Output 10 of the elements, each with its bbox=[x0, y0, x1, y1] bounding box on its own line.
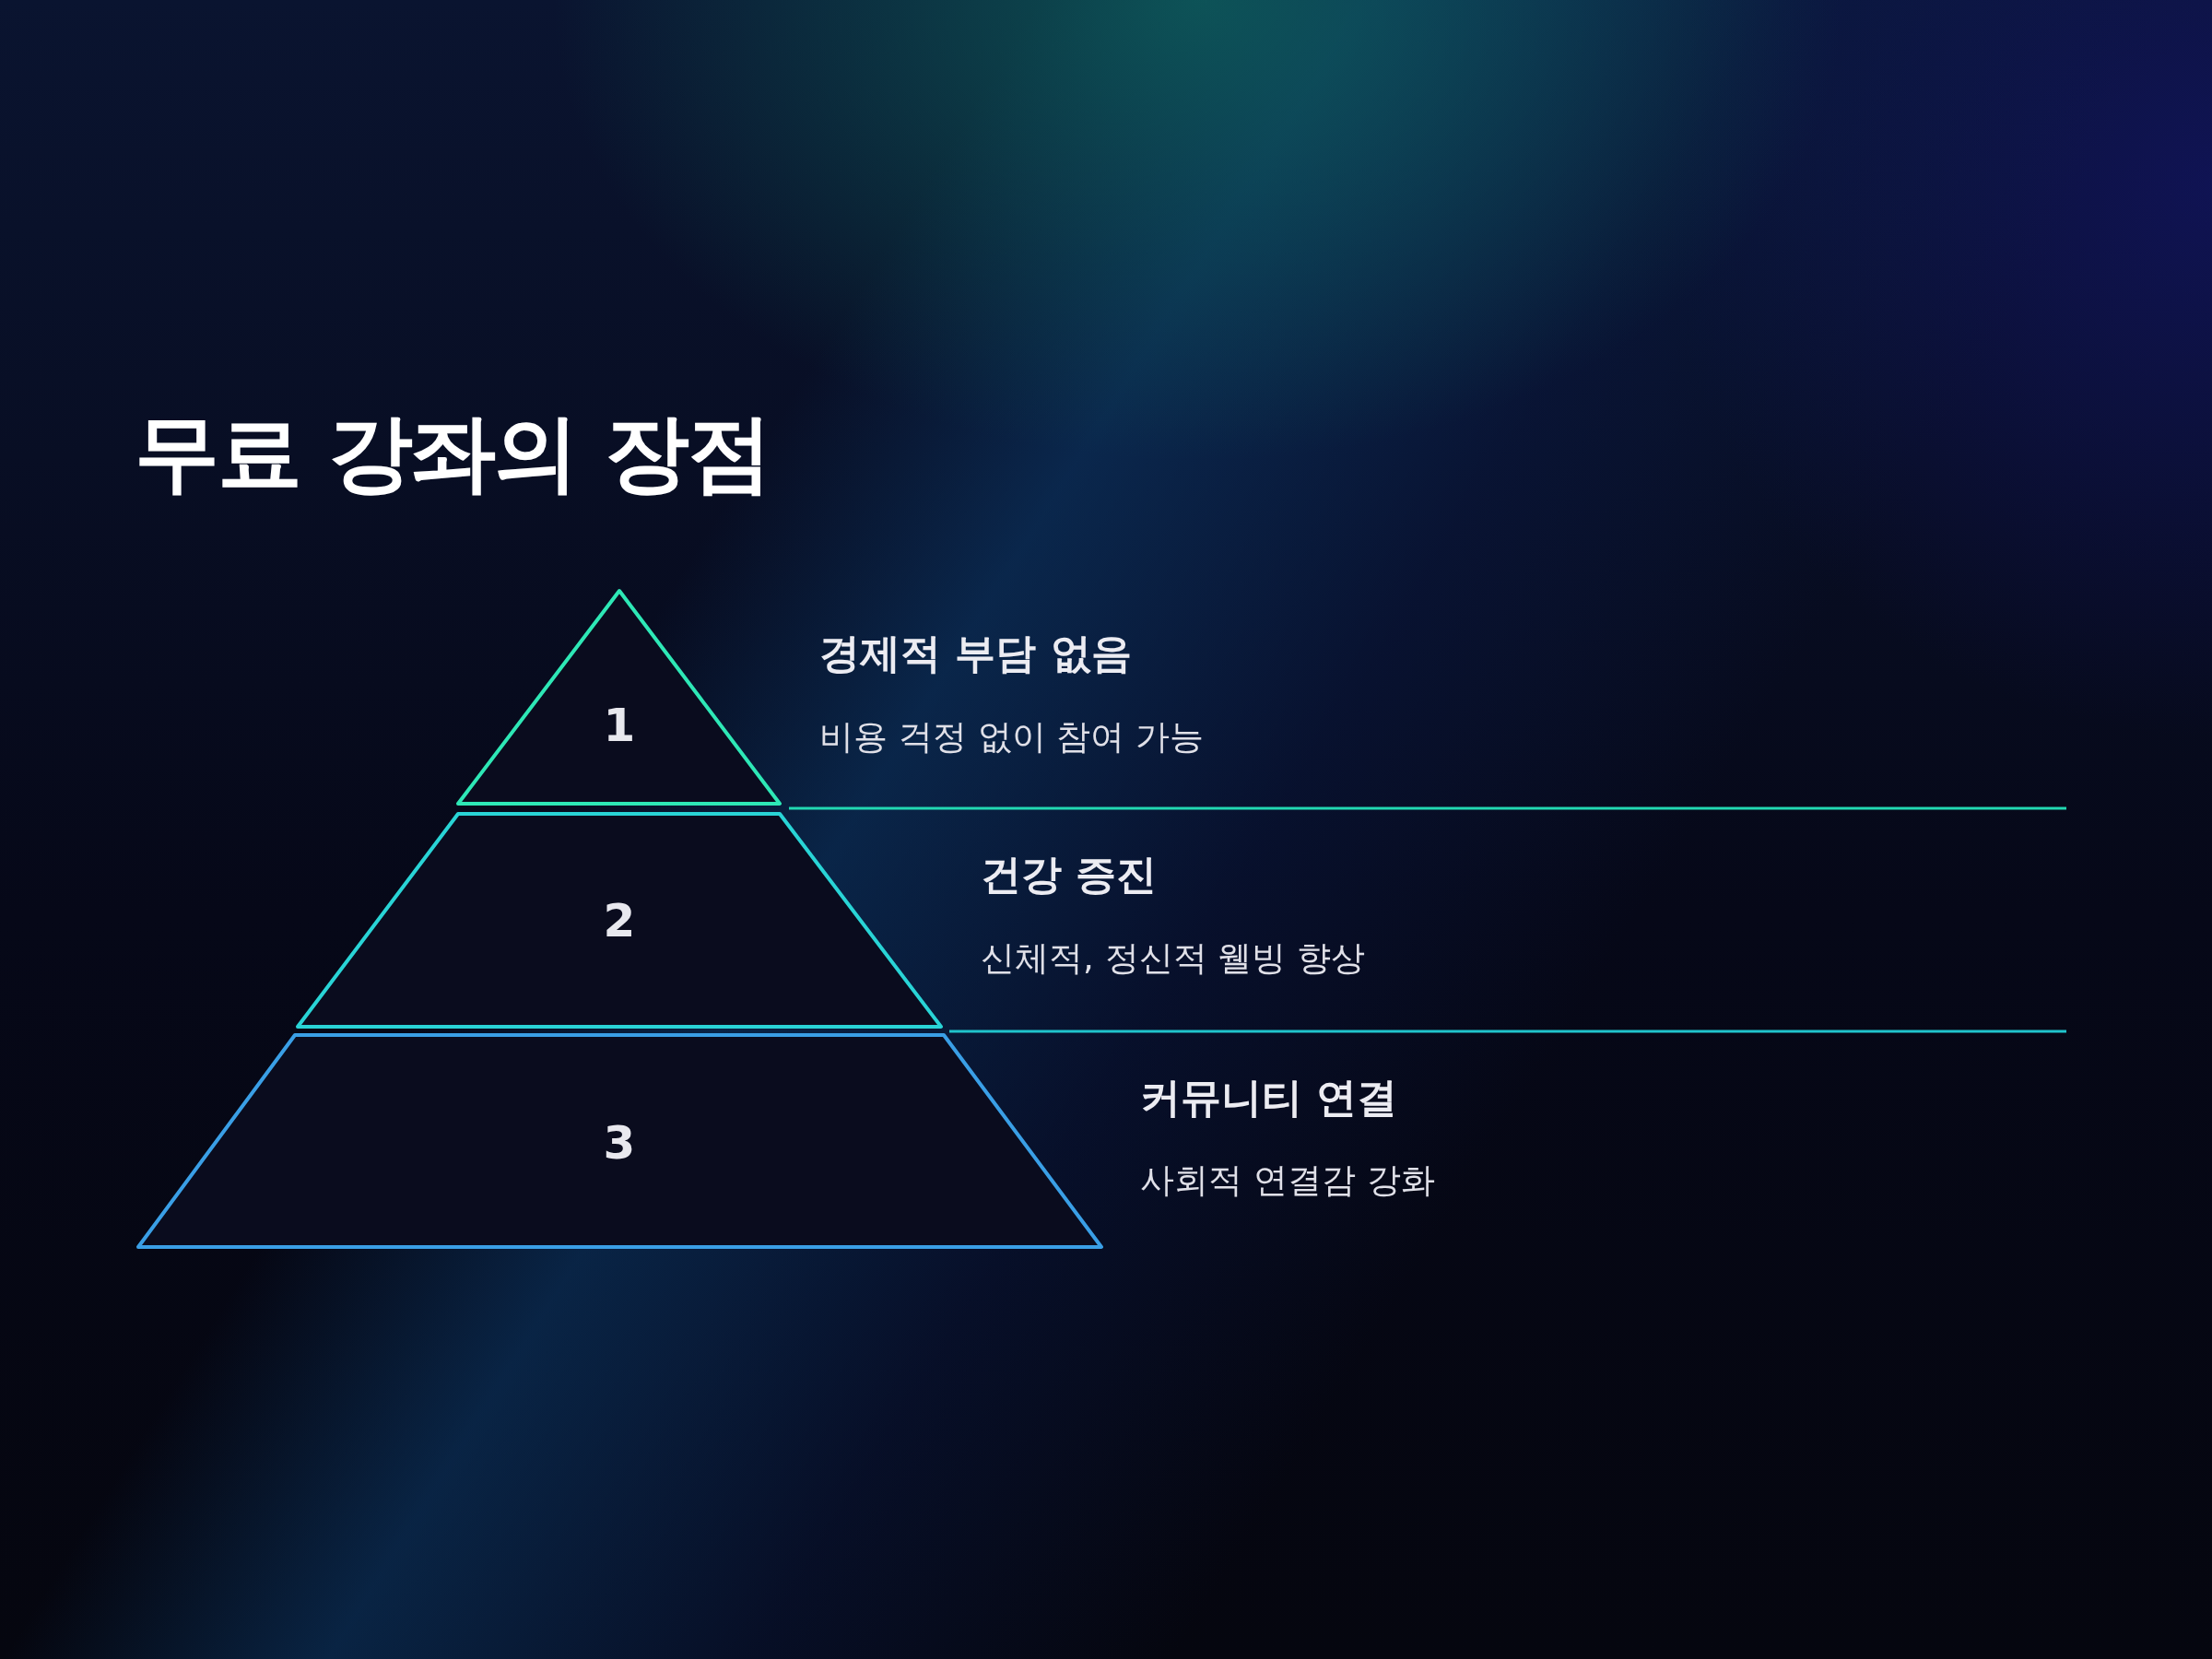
benefit-description: 신체적, 정신적 웰빙 향상 bbox=[981, 937, 1366, 980]
title: 무료 강좌의 장점 bbox=[135, 403, 771, 504]
benefit-description: 사회적 연결감 강화 bbox=[1140, 1159, 1435, 1202]
tier-number: 3 bbox=[603, 1116, 636, 1170]
benefit-heading: 커뮤니티 연결 bbox=[1140, 1073, 1398, 1123]
tier-number: 1 bbox=[603, 699, 636, 752]
benefit-description: 비용 걱정 없이 참여 가능 bbox=[819, 716, 1205, 759]
benefit-heading: 경제적 부담 없음 bbox=[819, 629, 1132, 678]
tier-number: 2 bbox=[603, 894, 636, 947]
benefit-heading: 건강 증진 bbox=[981, 850, 1158, 900]
